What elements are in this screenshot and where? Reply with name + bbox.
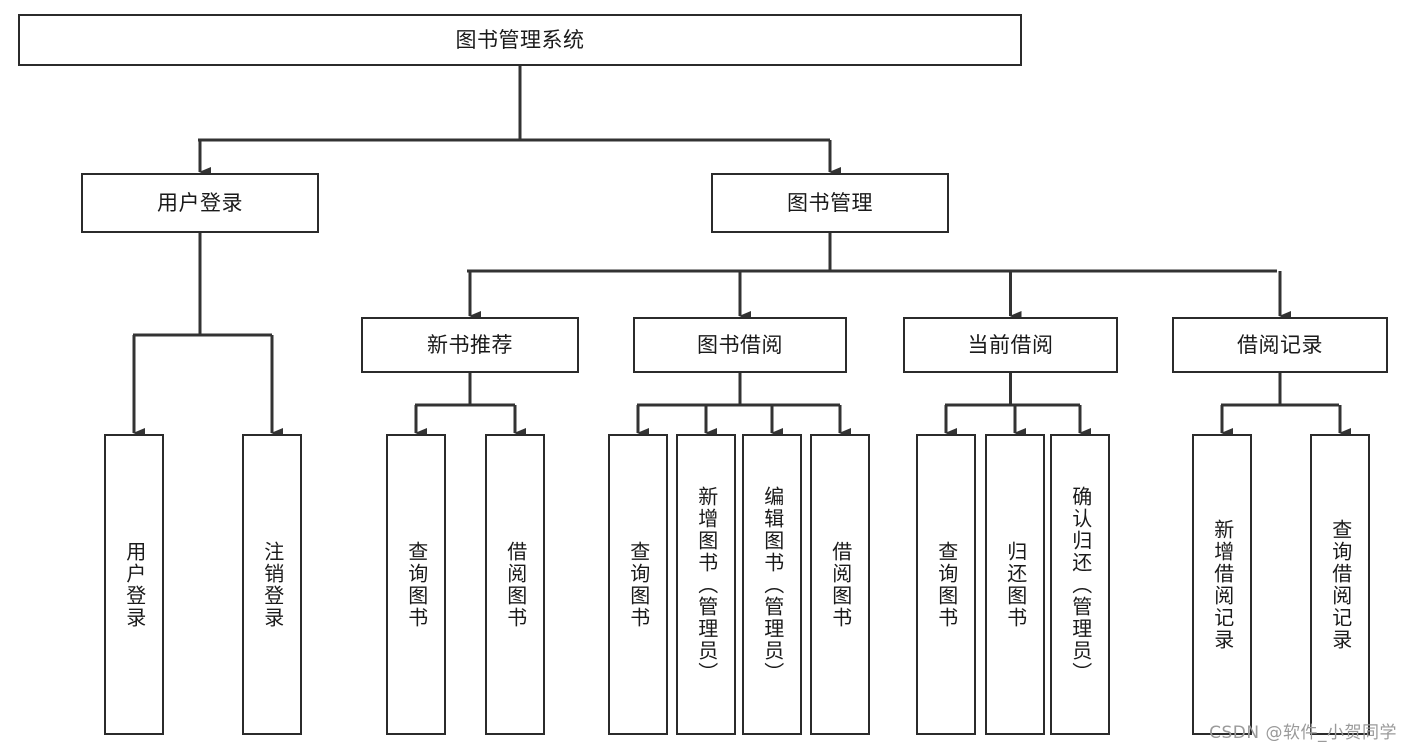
node-label: 图书管理系统 — [455, 27, 585, 52]
node-root[interactable]: 图书管理系统 — [18, 14, 1022, 66]
node-label: 图书借阅 — [697, 332, 783, 357]
node-leaf-q-rec[interactable]: 查询借阅记录 — [1310, 434, 1370, 735]
node-label: 查询借阅记录 — [1328, 518, 1353, 651]
node-label: 查询图书 — [934, 540, 959, 629]
node-leaf-return[interactable]: 归还图书 — [985, 434, 1045, 735]
node-label: 新增图书（管理员） — [694, 485, 719, 684]
node-label: 借阅记录 — [1237, 332, 1323, 357]
node-label: 查询图书 — [626, 540, 651, 629]
node-leaf-edit-book[interactable]: 编辑图书（管理员） — [742, 434, 802, 735]
node-label: 编辑图书（管理员） — [760, 485, 785, 684]
node-leaf-confirm[interactable]: 确认归还（管理员） — [1050, 434, 1110, 735]
node-user-login[interactable]: 用户登录 — [81, 173, 319, 233]
node-label: 图书管理 — [787, 190, 873, 215]
node-label: 用户登录 — [157, 190, 243, 215]
node-label: 当前借阅 — [967, 332, 1054, 357]
node-new-book-rec[interactable]: 新书推荐 — [361, 317, 579, 373]
node-book-borrow[interactable]: 图书借阅 — [633, 317, 847, 373]
node-label: 用户登录 — [122, 540, 147, 629]
node-leaf-b-book-2[interactable]: 借阅图书 — [810, 434, 870, 735]
node-leaf-b-book-1[interactable]: 借阅图书 — [485, 434, 545, 735]
node-label: 注销登录 — [260, 540, 285, 629]
node-leaf-add-rec[interactable]: 新增借阅记录 — [1192, 434, 1252, 735]
node-label: 新增借阅记录 — [1210, 518, 1235, 651]
node-current-borrow[interactable]: 当前借阅 — [903, 317, 1118, 373]
node-borrow-record[interactable]: 借阅记录 — [1172, 317, 1388, 373]
node-label: 确认归还（管理员） — [1068, 485, 1093, 684]
node-label: 借阅图书 — [828, 540, 853, 629]
node-label: 新书推荐 — [427, 332, 513, 357]
node-leaf-login[interactable]: 用户登录 — [104, 434, 164, 735]
node-leaf-q-book-1[interactable]: 查询图书 — [386, 434, 446, 735]
csdn-watermark: CSDN @软件_小贺同学 — [1209, 723, 1397, 743]
node-leaf-add-book[interactable]: 新增图书（管理员） — [676, 434, 736, 735]
node-leaf-logout[interactable]: 注销登录 — [242, 434, 302, 735]
node-label: 查询图书 — [404, 540, 429, 629]
node-label: 借阅图书 — [503, 540, 528, 629]
node-book-manage[interactable]: 图书管理 — [711, 173, 949, 233]
node-label: 归还图书 — [1003, 540, 1028, 629]
node-leaf-q-book-3[interactable]: 查询图书 — [916, 434, 976, 735]
node-leaf-q-book-2[interactable]: 查询图书 — [608, 434, 668, 735]
